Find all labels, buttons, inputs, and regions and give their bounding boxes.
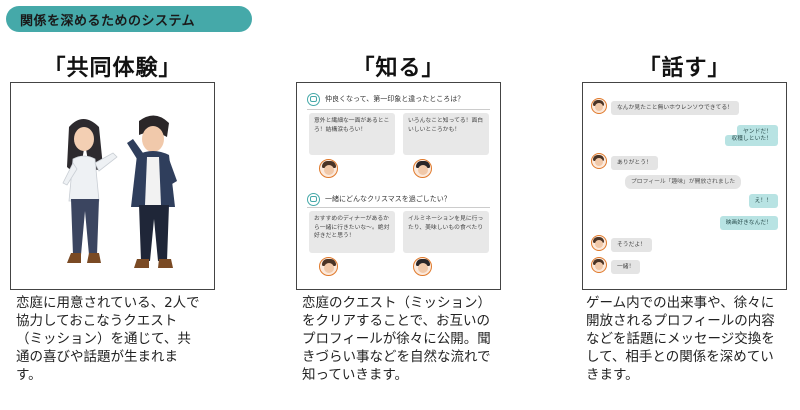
divider bbox=[307, 207, 490, 208]
chat-message: ありがとう！ bbox=[611, 156, 658, 170]
chat-panel: なんか見たこと無いホウレンソウできてる！ ヤンドだ！ 収穫しといた！ ありがとう… bbox=[582, 82, 787, 290]
chat-message: なんか見たこと無いホウレンソウできてる！ bbox=[611, 101, 739, 115]
quest-question-text: 一緒にどんなクリスマスを過ごしたい？ bbox=[325, 195, 451, 203]
answer-card: おすすめのディナーがあるから一緒に行きたいな〜。絶対好きだと思う！ bbox=[309, 211, 395, 253]
avatar-female bbox=[591, 235, 607, 251]
section-title-talk: 「話す」 bbox=[638, 56, 731, 81]
quest-question-1: 仲良くなって、第一印象と違ったところは？ bbox=[307, 92, 492, 106]
quest-question-2: 一緒にどんなクリスマスを過ごしたい？ bbox=[307, 192, 492, 206]
section-title-shared-experience: 「共同体験」 bbox=[43, 56, 182, 81]
chat-message: え！！ bbox=[748, 194, 778, 208]
chat-message: 一緒！ bbox=[611, 260, 641, 274]
section-description: 恋庭に用意されている、2人で協力しておこなうクエスト（ミッション）を通じて、共通… bbox=[16, 295, 200, 383]
avatar-female bbox=[591, 257, 607, 273]
system-notice: プロフィール「趣味」が開放されました bbox=[625, 175, 742, 189]
chat-icon bbox=[307, 192, 320, 206]
divider bbox=[307, 109, 490, 110]
quest-profile-panel: 仲良くなって、第一印象と違ったところは？ 意外と繊細な一面があるところ！結構涙も… bbox=[296, 82, 501, 290]
avatar-female bbox=[319, 159, 338, 178]
characters-illustration bbox=[62, 115, 177, 268]
girl-character bbox=[62, 119, 118, 263]
avatar-male bbox=[413, 257, 432, 276]
answer-card: イルミネーションを見に行ったり、美味しいもの食べたり bbox=[403, 211, 489, 253]
chat-message: そうだよ！ bbox=[611, 238, 652, 252]
chat-icon bbox=[307, 92, 320, 106]
chat-message: 映画好きなんだ！ bbox=[719, 216, 778, 230]
header-title: 関係を深めるためのシステム bbox=[20, 13, 196, 29]
section-description: 恋庭のクエスト（ミッション）をクリアすることで、お互いのプロフィールが徐々に公開… bbox=[302, 295, 491, 383]
avatar-female bbox=[319, 257, 338, 276]
quest-question-text: 仲良くなって、第一印象と違ったところは？ bbox=[325, 95, 465, 103]
answer-card: 意外と繊細な一面があるところ！結構涙もろい！ bbox=[309, 113, 395, 155]
avatar-male bbox=[413, 159, 432, 178]
header-title-badge: 関係を深めるためのシステム bbox=[6, 6, 252, 32]
answer-card: いろんなこと知ってる！面白いしいところかも！ bbox=[403, 113, 489, 155]
avatar-female bbox=[591, 98, 607, 114]
section-title-know: 「知る」 bbox=[352, 56, 445, 81]
chat-message: 収穫しといた！ bbox=[725, 135, 778, 146]
section-description: ゲーム内での出来事や、徐々に開放されるプロフィールの内容などを話題にメッセージ交… bbox=[586, 295, 775, 383]
boy-character bbox=[127, 115, 177, 268]
characters-illustration-panel bbox=[10, 82, 215, 290]
avatar-female bbox=[591, 153, 607, 169]
